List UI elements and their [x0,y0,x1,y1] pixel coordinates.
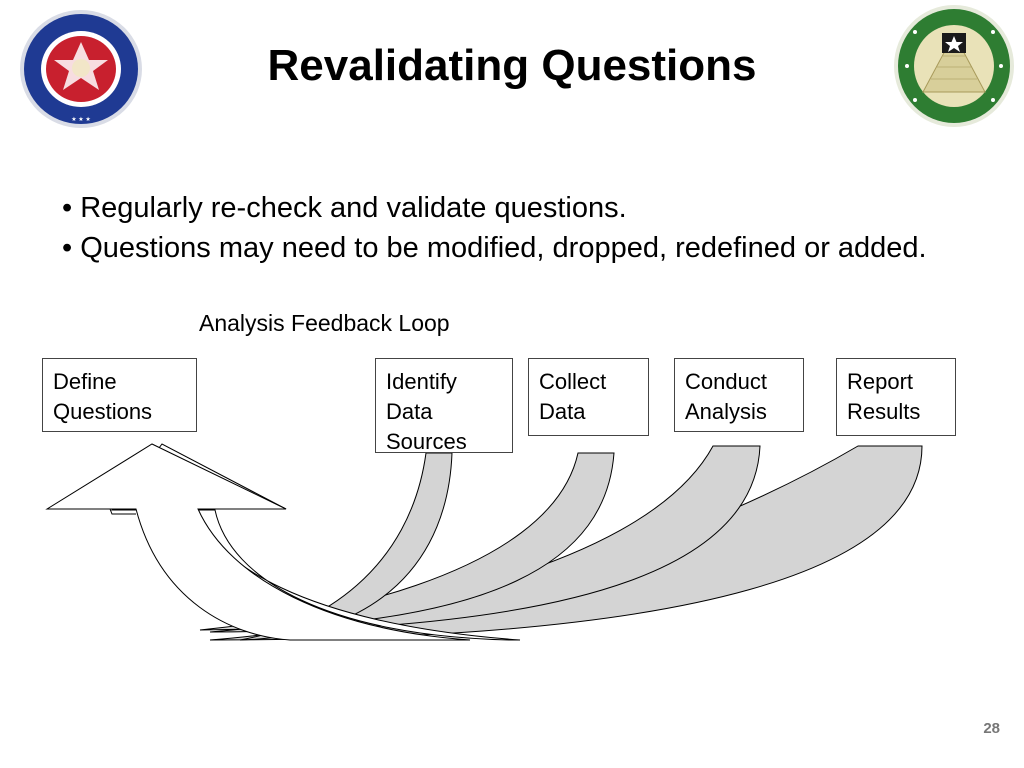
box-identify-data-sources: Identify Data Sources [375,358,513,454]
assistant-secretary-army-seal-icon: ★ ★ ★ [20,10,142,128]
bullet-list: • Regularly re-check and validate questi… [62,188,992,268]
box-collect-data: Collect Data [528,358,649,436]
diagram-title: Analysis Feedback Loop [199,310,450,336]
box-report-results: Report Results [836,358,956,436]
feedback-arrow-main [45,443,471,641]
slide-title: Revalidating Questions [267,41,757,90]
feedback-curve-conduct [209,445,761,633]
army-financial-management-seal-icon [894,5,1014,127]
feedback-curve-collect [199,452,615,631]
bullet-item: • Questions may need to be modified, dro… [62,232,927,264]
svg-text:★ ★ ★: ★ ★ ★ [71,116,90,123]
box-conduct-analysis: Conduct Analysis [674,358,804,432]
feedback-curve-identify [239,452,453,641]
box-define-questions: Define Questions [42,358,197,432]
page-number: 28 [983,720,1000,737]
bullet-item: • Regularly re-check and validate questi… [62,192,627,224]
